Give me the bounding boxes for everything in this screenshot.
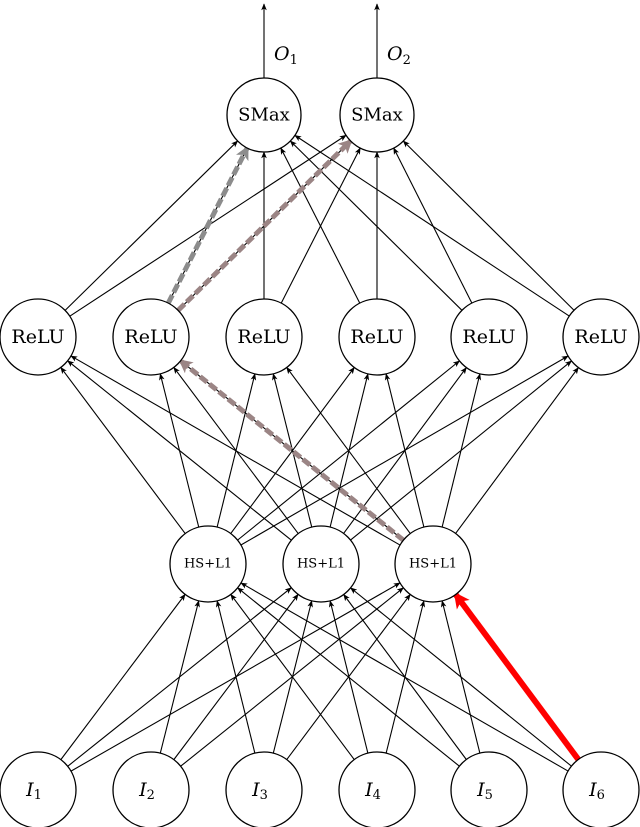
edge-relu6-smax2: [402, 140, 575, 311]
edge-hs2-relu1: [67, 360, 292, 541]
node-smax2: SMax: [339, 77, 415, 153]
node-I2: I2: [112, 751, 190, 827]
output-label-O2: O2: [387, 43, 411, 68]
node-label-relu4: ReLU: [350, 326, 403, 348]
edge-hs3-relu5: [441, 373, 482, 528]
node-hs3: HS+L1: [394, 525, 472, 603]
node-circle-I5: [450, 751, 528, 827]
node-label-relu1: ReLU: [11, 326, 64, 348]
edge-hs3-relu2: [180, 360, 404, 541]
node-circle-I6: [562, 751, 640, 827]
node-relu6: ReLU: [562, 298, 640, 376]
node-label-relu3: ReLU: [237, 326, 290, 348]
edge-I3-hs1: [215, 600, 256, 754]
node-relu5: ReLU: [450, 298, 528, 376]
node-circle-relu5: [450, 298, 528, 376]
edge-hs3-relu4: [384, 373, 425, 528]
node-circle-relu3: [225, 298, 303, 376]
node-label-smax1: SMax: [238, 105, 290, 126]
node-circle-I4: [338, 751, 416, 827]
node-label-relu2: ReLU: [124, 326, 177, 348]
node-relu4: ReLU: [338, 298, 416, 376]
highlighted-path: [166, 138, 581, 762]
node-I6: I6: [562, 751, 640, 827]
edge-I5-hs1: [237, 587, 460, 767]
edge-hs3-relu3: [286, 366, 411, 534]
highlight-edge-relu2-smax2: [176, 138, 353, 313]
edge-relu5-smax1: [289, 140, 463, 311]
node-label-relu5: ReLU: [462, 326, 515, 348]
node-circle-hs1: [169, 525, 247, 603]
edge-hs3-relu6: [455, 366, 579, 534]
node-circle-relu2: [112, 298, 190, 376]
node-circle-relu4: [338, 298, 416, 376]
edge-hs1-relu1: [60, 366, 186, 534]
edge-hs3-relu1: [70, 355, 401, 546]
node-circle-I2: [112, 751, 190, 827]
node-relu1: ReLU: [0, 298, 77, 376]
node-smax1: SMax: [226, 77, 302, 153]
edge-I6-hs2: [350, 587, 572, 767]
edge-relu6-smax1: [294, 134, 570, 317]
node-circle-hs3: [394, 525, 472, 603]
node-circle-I1: [0, 751, 77, 827]
node-label-hs2: HS+L1: [297, 557, 345, 572]
node-circle-hs2: [282, 525, 360, 603]
node-circle-I3: [225, 751, 303, 827]
edge-relu1-smax1: [64, 140, 239, 311]
highlight-edge-relu2-smax1: [166, 145, 250, 305]
node-hs1: HS+L1: [169, 525, 247, 603]
node-label-relu6: ReLU: [574, 326, 627, 348]
node-label-smax2: SMax: [351, 105, 403, 126]
node-label-hs1: HS+L1: [184, 557, 232, 572]
node-relu3: ReLU: [225, 298, 303, 376]
edge-relu4-smax1: [280, 147, 361, 304]
node-label-hs3: HS+L1: [409, 557, 457, 572]
output-label-O1: O1: [274, 43, 298, 68]
node-hs2: HS+L1: [282, 525, 360, 603]
node-I1: I1: [0, 751, 77, 827]
node-I3: I3: [225, 751, 303, 827]
node-I5: I5: [450, 751, 528, 827]
edge-I1-hs1: [60, 593, 186, 760]
edge-I4-hs1: [230, 593, 355, 760]
edge-I2-hs1: [159, 600, 200, 754]
node-circle-relu6: [562, 298, 640, 376]
edge-I6-hs1: [240, 582, 569, 772]
node-circle-smax2: [339, 77, 415, 153]
node-circle-relu1: [0, 298, 77, 376]
highlight-edge-I6-hs3: [453, 591, 581, 762]
node-relu2: ReLU: [112, 298, 190, 376]
node-I4: I4: [338, 751, 416, 827]
node-circle-smax1: [226, 77, 302, 153]
